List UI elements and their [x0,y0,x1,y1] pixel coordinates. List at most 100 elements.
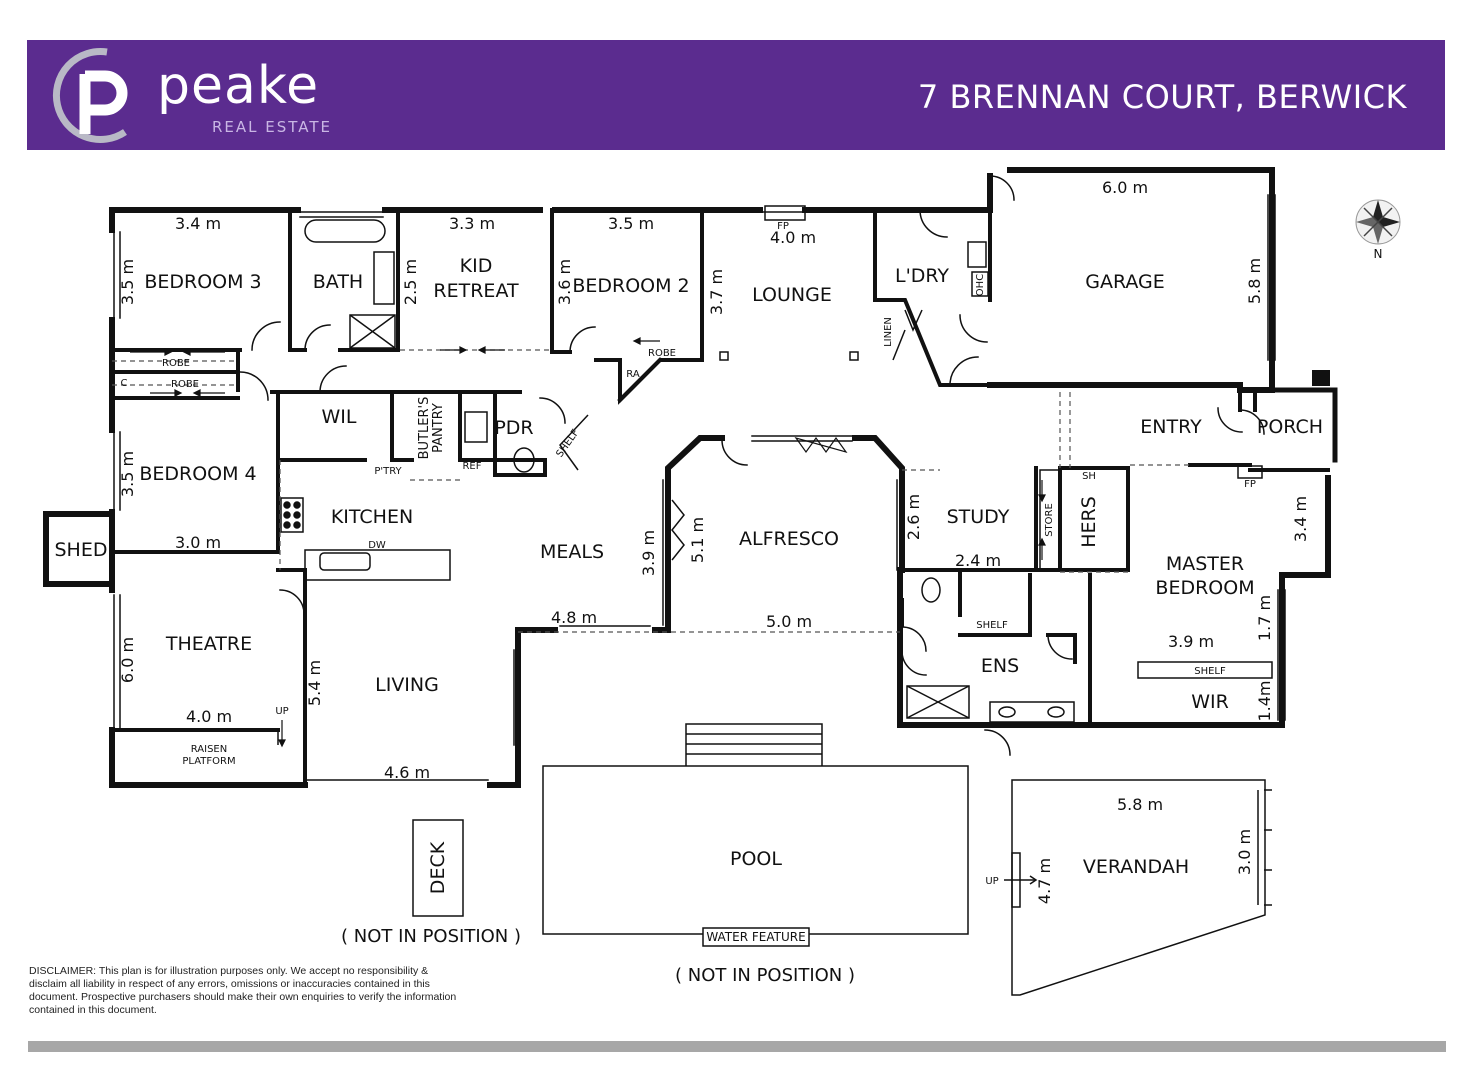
dim-verandah-h2: 4.7 m [1035,858,1054,904]
dim-verandah-h1: 3.0 m [1235,829,1254,875]
dim-bed2-h: 3.6 m [555,259,574,305]
bathtub [304,219,386,243]
dim-alfresco-h: 5.1 m [688,517,707,563]
label-bedroom3: BEDROOM 3 [144,271,261,293]
label-deck: DECK [427,841,449,894]
label-master: MASTER [1166,553,1244,575]
brand-subtitle: REAL ESTATE [212,118,333,136]
label-fp-lounge: FP [777,221,789,232]
dim-alfresco-w: 5.0 m [766,612,812,631]
dim-bed2-w: 3.5 m [608,214,654,233]
dim-wir-h1: 1.7 m [1255,595,1274,641]
room-labels: BEDROOM 3 BATH KID RETREAT BEDROOM 2 LOU… [55,255,1324,894]
label-raised-2: PLATFORM [182,756,235,767]
note-pool-position: ( NOT IN POSITION ) [675,965,855,986]
label-bedroom2: BEDROOM 2 [572,275,689,297]
label-alfresco: ALFRESCO [739,528,839,550]
dim-master-w: 3.9 m [1168,632,1214,651]
disclaimer-text: DISCLAIMER: This plan is for illustratio… [29,965,457,1016]
label-garage: GARAGE [1085,271,1165,293]
verandah-outline [1011,779,1266,996]
label-kitchen: KITCHEN [331,506,413,528]
outdoor-areas [412,723,1272,996]
label-verandah: VERANDAH [1083,856,1189,878]
dim-lounge-w: 4.0 m [770,228,816,247]
dim-bed3-w: 3.4 m [175,214,221,233]
water-feature-box [702,927,810,947]
vanity [373,251,395,305]
fireplace-master [1237,465,1263,479]
property-address: 7 BRENNAN COURT, BERWICK [917,78,1407,116]
dimension-labels: 3.4 m 3.5 m 3.3 m 2.5 m 3.5 m 3.6 m 4.0 … [118,178,1310,904]
label-porch: PORCH [1257,416,1323,438]
label-wir: WIR [1191,691,1229,713]
label-shelf-ens: SHELF [976,620,1008,631]
note-deck-position: ( NOT IN POSITION ) [341,926,521,947]
label-lounge: LOUNGE [752,284,832,306]
label-master-bedroom: BEDROOM [1155,577,1254,599]
label-store: STORE [1044,503,1055,537]
deck-outline [412,819,464,917]
kitchen-sink [319,552,371,571]
peake-logo-icon [52,48,128,143]
label-pantry: PANTRY [431,403,446,453]
dim-bed4-w: 3.0 m [175,533,221,552]
label-up-verandah: UP [985,876,998,887]
dim-wir-h2: 1.4m [1255,680,1274,721]
label-retreat: RETREAT [433,280,519,302]
fireplace-lounge [764,205,806,221]
kitchen-bench [304,549,451,581]
ens-toilet [921,577,941,603]
brand-name: peake [157,56,320,116]
label-laundry: L'DRY [895,265,949,287]
ens-vanity [989,701,1075,723]
ens-shower [906,685,970,719]
label-fp-master: FP [1244,479,1256,490]
label-hers: HERS [1078,496,1100,548]
label-pool: POOL [730,848,782,870]
dim-meals-w: 4.8 m [551,608,597,627]
walls [43,167,1338,788]
label-study: STUDY [947,506,1010,528]
label-linen: LINEN [883,317,894,347]
label-meals: MEALS [540,541,604,563]
dim-meals-h: 3.9 m [639,530,658,576]
label-entry: ENTRY [1140,416,1202,438]
dim-verandah-w: 5.8 m [1117,795,1163,814]
label-robe-bed3: ROBE [162,358,190,369]
footer-bar [28,1041,1446,1052]
dim-garage-h: 5.8 m [1245,258,1264,304]
label-ohc: OHC [975,274,986,296]
label-ens: ENS [981,655,1019,677]
wir-shelf [1137,661,1273,679]
label-dw: DW [368,540,386,551]
dim-bed3-h: 3.5 m [118,259,137,305]
dim-kid-w: 3.3 m [449,214,495,233]
label-north: N [1374,247,1383,261]
label-butlers: BUTLER'S [417,397,432,460]
label-cupboard: C [121,378,128,389]
dashed-lines [112,349,1190,633]
dim-theatre-w: 4.0 m [186,707,232,726]
dim-kid-h: 2.5 m [401,259,420,305]
label-sh: SH [1082,471,1096,482]
pdr-basin [464,411,488,443]
bath-shower [349,314,396,349]
label-ra: RA [626,369,640,380]
label-shed: SHED [55,539,108,561]
label-pdr: PDR [494,417,533,439]
label-ref: REF [462,461,481,472]
label-wil: WIL [322,406,357,428]
store-cupboard [1039,469,1061,571]
dim-lounge-h: 3.7 m [707,269,726,315]
label-bath: BATH [313,271,363,293]
fixtures [277,205,1273,745]
dim-garage-w: 6.0 m [1102,178,1148,197]
label-shelf-pdr: SHELF [554,427,581,459]
label-up-theatre: UP [275,706,288,717]
label-theatre: THEATRE [165,633,252,655]
laundry-tub [967,241,987,268]
label-pantry: P'TRY [374,466,402,477]
dim-study-w: 2.4 m [955,551,1001,570]
